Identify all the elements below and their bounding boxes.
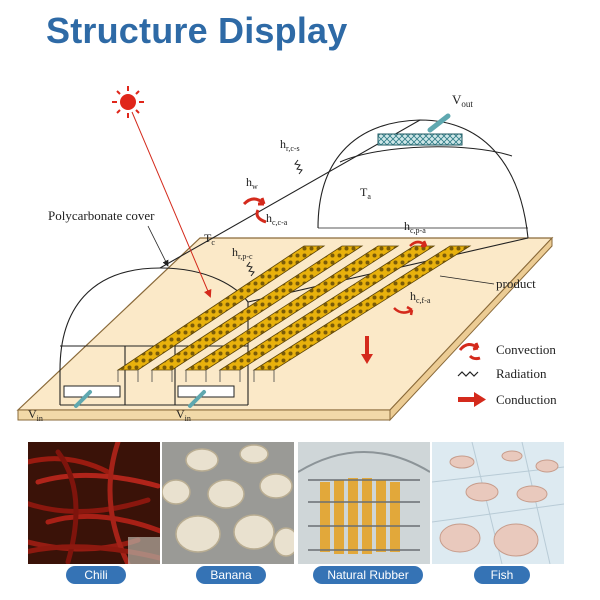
h-cpa-label: hc,p-a [404, 219, 426, 235]
base-board [16, 236, 554, 422]
legend: Convection Radiation Conduction [457, 342, 557, 407]
outlet-air-arrow [427, 113, 451, 133]
photo-caption-chili: Chili [66, 566, 126, 584]
inlet-air-arrow-2 [188, 390, 206, 408]
convection-legend-icon [458, 342, 481, 361]
product-trays [116, 245, 472, 382]
photo-caption-rubber: Natural Rubber [313, 566, 423, 584]
convection-arrow-floor [393, 305, 414, 316]
fish-photo [432, 442, 564, 564]
dryer-structure-diagram: Vout hr,c-s hw hc,c-a Ta Polycarbonate c… [16, 86, 557, 423]
conduction-legend-icon [458, 392, 486, 407]
legend-radiation: Radiation [496, 366, 547, 381]
cover-label: Polycarbonate cover [48, 208, 155, 223]
sun-icon [112, 86, 144, 118]
convection-arrow-product [409, 240, 428, 248]
radiation-legend-icon [457, 371, 479, 377]
inlet-vent-2 [177, 385, 235, 398]
legend-conduction: Conduction [496, 392, 557, 407]
chili-photo [28, 442, 160, 564]
cover-leader [147, 225, 169, 267]
legend-convection: Convection [496, 342, 556, 357]
v-in-label-1: Vin [28, 407, 43, 423]
product-leader [439, 275, 495, 285]
radiation-wave-product-icon [246, 261, 255, 277]
page-title: Structure Display [46, 10, 348, 51]
convection-arrow-cover [242, 197, 267, 224]
h-cfa-label: hc,f-a [410, 289, 431, 305]
h-rpc-label: hr,p-c [232, 245, 253, 261]
t-a-label: Ta [360, 185, 371, 201]
banana-photo [162, 442, 294, 564]
h-w-label: hw [246, 175, 258, 191]
h-cca-label: hc,c-a [266, 211, 288, 227]
rubber-photo [298, 442, 430, 564]
t-c-label: Tc [204, 231, 215, 247]
radiation-wave-icon [294, 159, 303, 175]
conduction-arrow [361, 336, 373, 364]
solar-ray [131, 111, 212, 298]
outlet-vent [377, 133, 463, 146]
v-in-label-2: Vin [176, 407, 191, 423]
photo-caption-fish: Fish [474, 566, 530, 584]
product-label: product [496, 276, 536, 291]
photo-caption-banana: Banana [196, 566, 266, 584]
h-rcs-label: hr,c-s [280, 137, 300, 153]
inlet-vent-1 [63, 385, 121, 398]
inlet-air-arrow-1 [74, 390, 92, 408]
v-out-label: Vout [452, 92, 473, 109]
